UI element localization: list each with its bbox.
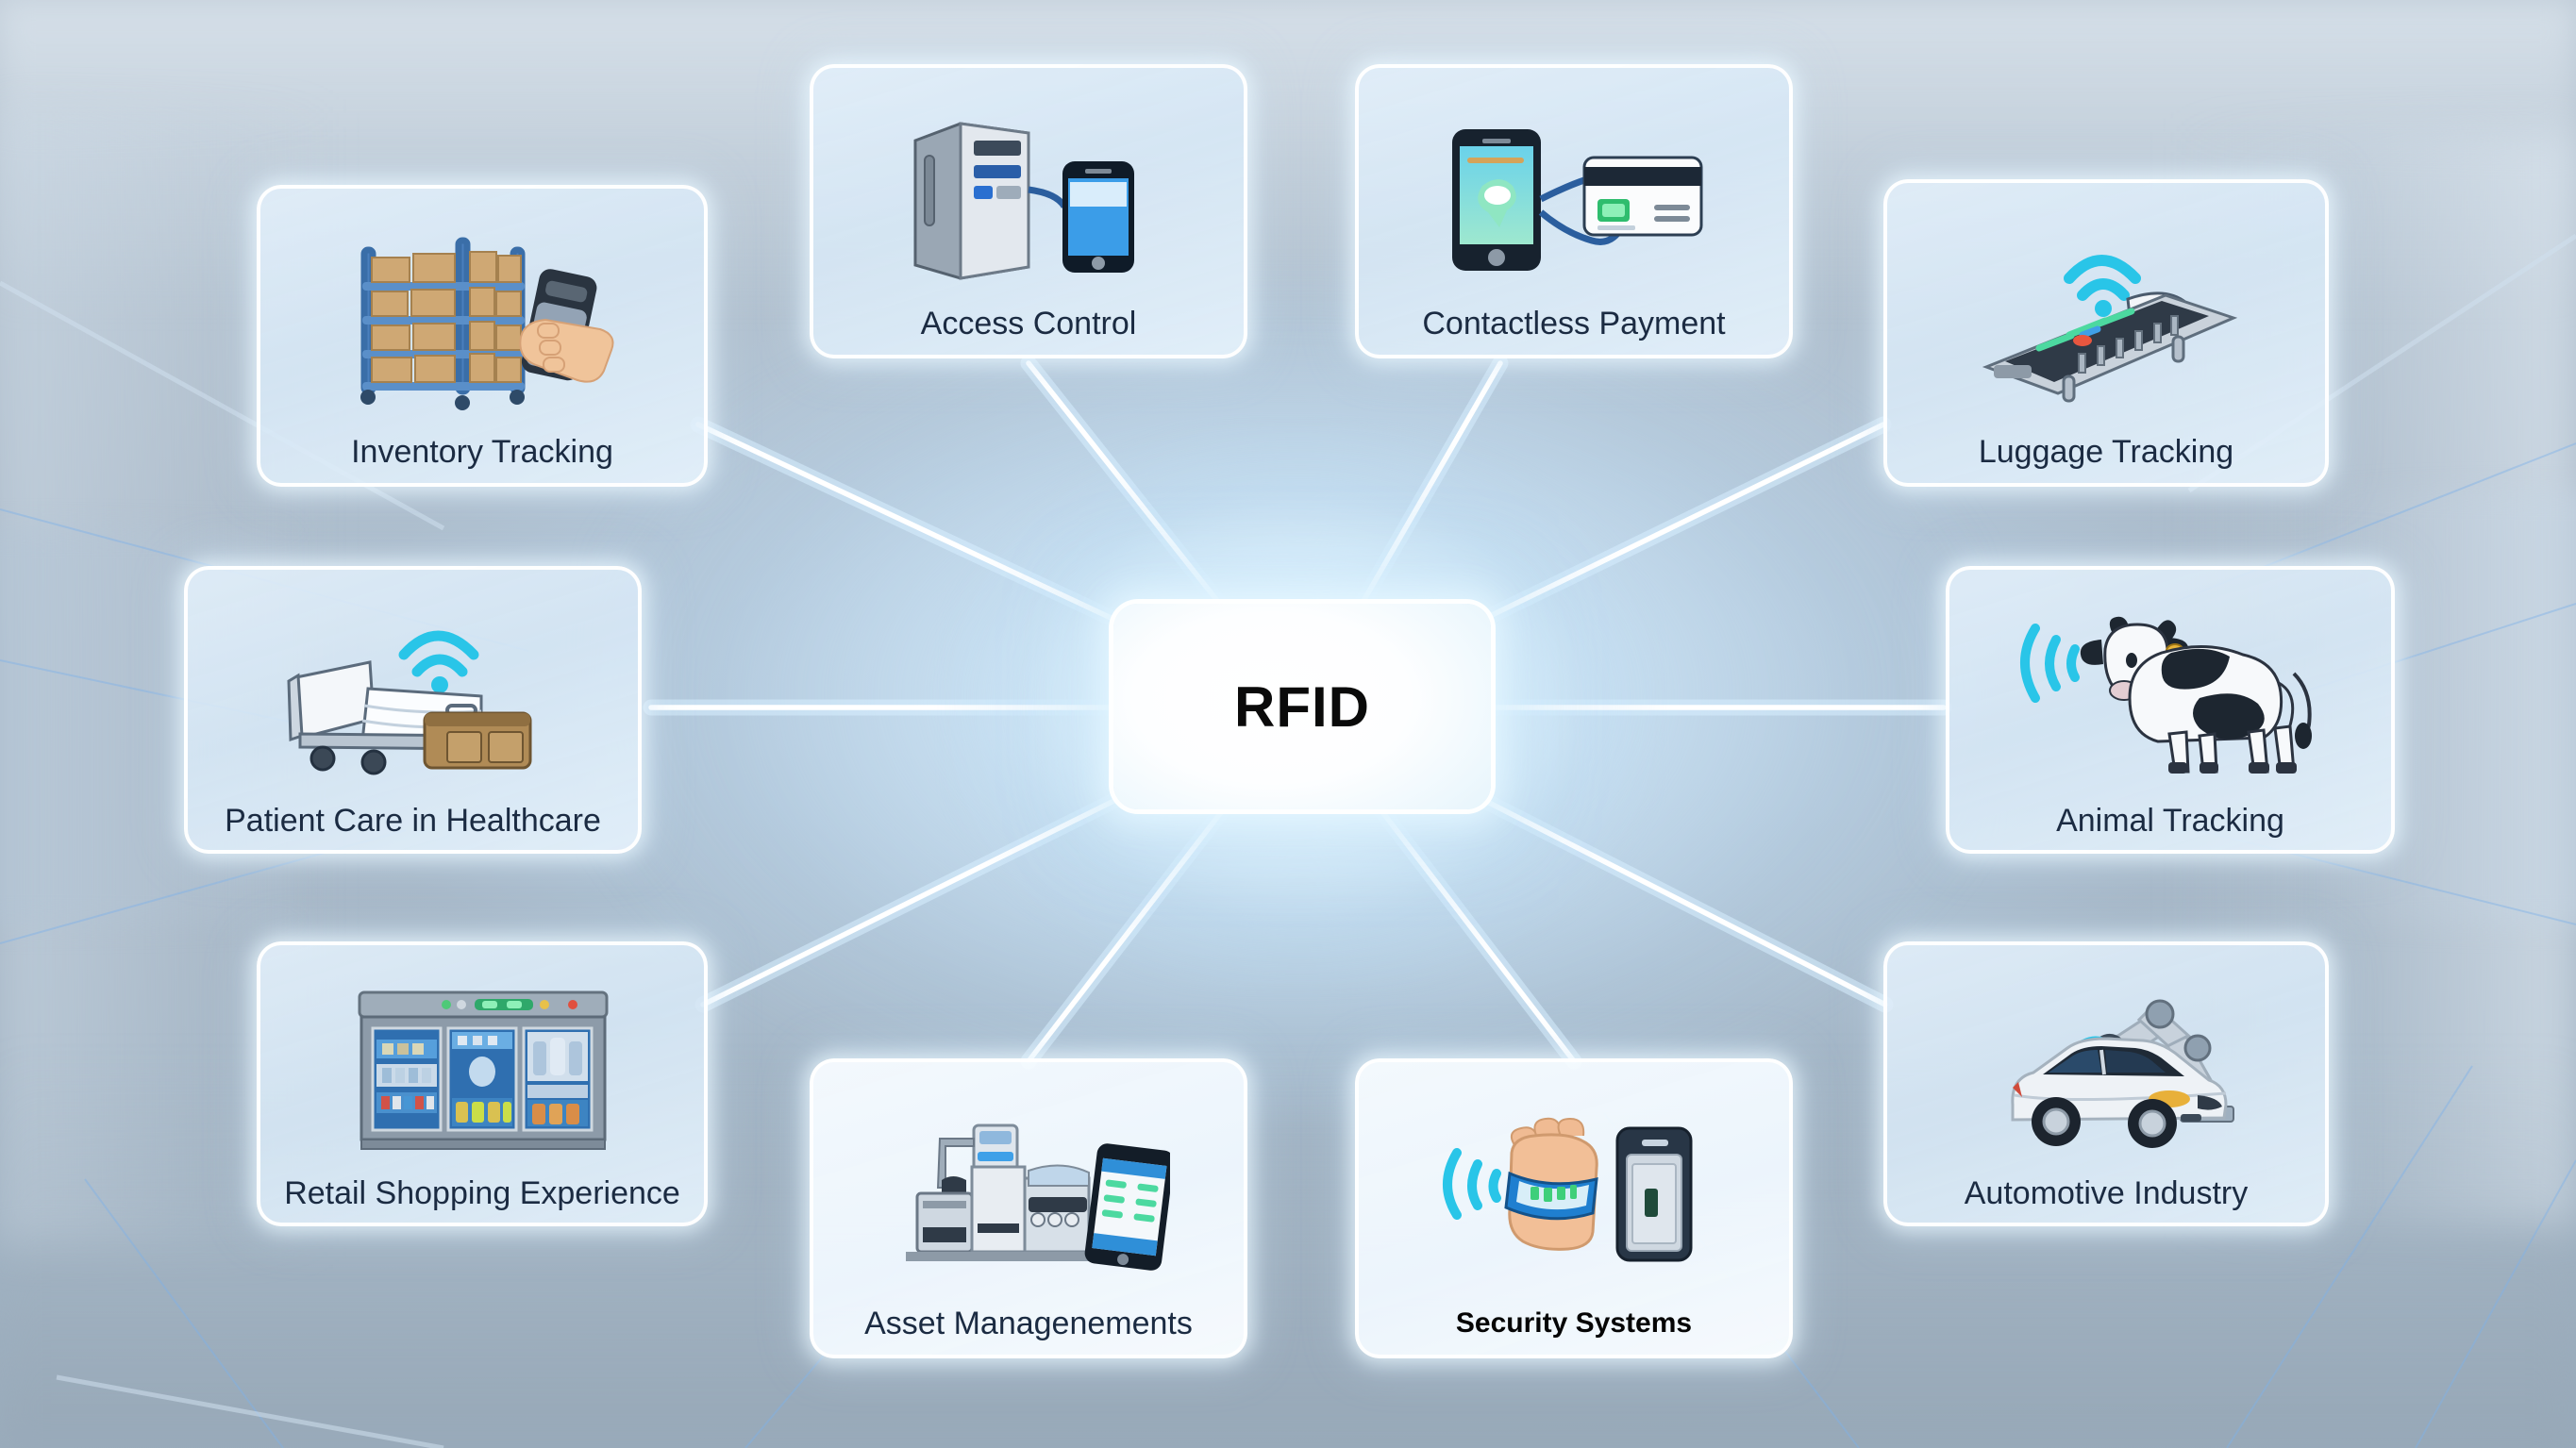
conveyor-belt-with-suitcase-icon [1897,200,2316,436]
card-retail-shopping-experience[interactable]: Retail Shopping Experience [257,941,708,1226]
car-with-robotic-arm-icon [1897,960,2316,1177]
card-label: Patient Care in Healthcare [225,803,601,840]
signal-waves [398,630,478,677]
access-terminal-and-smartphone-icon [823,87,1234,308]
card-patient-care-in-healthcare[interactable]: Patient Care in Healthcare [184,566,642,854]
card-label: Luggage Tracking [1978,434,2234,471]
wristband-and-card-reader-icon [1368,1083,1780,1308]
card-label: Automotive Industry [1964,1175,2249,1212]
cow-with-ear-tag-icon [1959,587,2382,805]
hub-label: RFID [1234,674,1370,739]
signal-waves [1443,1148,1501,1221]
card-label: Animal Tracking [2056,803,2284,840]
hospital-bed-with-bag-icon [193,587,632,805]
card-security-systems[interactable]: Security Systems [1355,1058,1793,1358]
card-label: Retail Shopping Experience [284,1175,680,1212]
refrigerated-display-case-icon [266,962,698,1177]
card-label: Access Control [920,306,1137,342]
industrial-machine-and-tablet-icon [823,1083,1234,1307]
card-inventory-tracking[interactable]: Inventory Tracking [257,185,708,487]
card-luggage-tracking[interactable]: Luggage Tracking [1883,179,2329,487]
signal-waves [2020,623,2080,703]
card-contactless-payment[interactable]: Contactless Payment [1355,64,1793,358]
rfid-hub[interactable]: RFID [1113,604,1491,809]
card-label-text: Asset Managene [864,1306,1106,1342]
card-automotive-industry[interactable]: Automotive Industry [1883,941,2329,1226]
card-animal-tracking[interactable]: Animal Tracking [1946,566,2395,854]
card-label-overlap: ments [1105,1306,1193,1342]
signal-waves [2064,255,2141,302]
card-asset-management[interactable]: Asset Managenements [810,1058,1247,1358]
smartphone-and-credit-card-icon [1368,87,1780,308]
card-label: Security Systems [1455,1307,1693,1339]
card-label: Contactless Payment [1422,306,1726,342]
card-label: Inventory Tracking [351,434,613,471]
card-access-control[interactable]: Access Control [810,64,1247,358]
card-label: Asset Managenements [823,1307,1234,1341]
warehouse-shelf-with-handheld-scanner-icon [270,209,694,436]
